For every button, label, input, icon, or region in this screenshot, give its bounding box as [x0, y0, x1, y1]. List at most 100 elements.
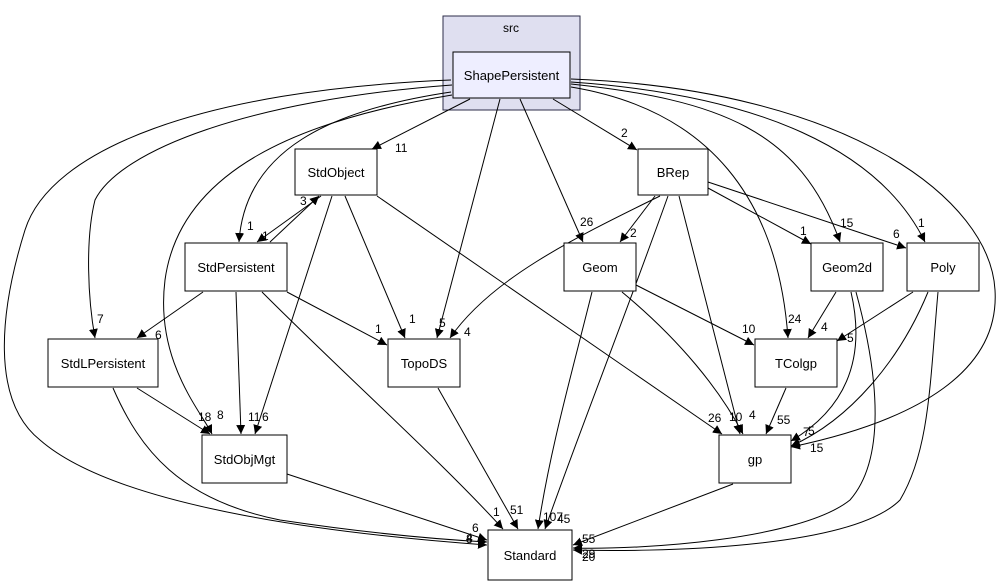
edge-line: [344, 195, 406, 339]
edge-count-label: 6: [893, 227, 900, 241]
edge-stdpersistent-to-stdobjmgt[interactable]: 11: [235, 291, 261, 435]
edge-tcolgp-to-gp[interactable]: 55: [765, 387, 791, 435]
edge-topods-to-standard[interactable]: 51: [437, 387, 524, 530]
edge-count-label: 6: [262, 410, 269, 424]
edge-stdobject-to-gp[interactable]: 26: [376, 195, 723, 435]
edge-geom-to-standard[interactable]: 107: [534, 291, 593, 530]
edge-count-label: 11: [248, 410, 261, 424]
node-label: BRep: [657, 165, 690, 180]
edge-line: [235, 91, 452, 243]
edge-stdobject-to-topods[interactable]: 1: [344, 195, 416, 339]
edge-brep-to-poly[interactable]: 6: [707, 181, 907, 250]
edge-count-label: 51: [510, 503, 524, 517]
edge-count-label: 24: [788, 312, 802, 326]
edge-count-label: 10: [742, 322, 756, 336]
node-stdobjmgt[interactable]: StdObjMgt: [201, 434, 288, 484]
edge-geom2d-to-tcolgp[interactable]: 4: [807, 291, 837, 339]
edge-line: [519, 98, 584, 243]
edge-line: [678, 195, 743, 435]
edge-shapepersistent-to-geom2d[interactable]: 15: [570, 83, 854, 243]
edge-brep-to-geom2d[interactable]: 1: [707, 187, 812, 245]
edge-shapepersistent-to-tcolgp[interactable]: 24: [570, 86, 802, 339]
node-label: Geom: [582, 260, 617, 275]
edge-count-label: 1: [918, 216, 925, 230]
edge-brep-to-geom[interactable]: 2: [619, 195, 656, 243]
edge-brep-to-standard[interactable]: 45: [543, 195, 669, 530]
node-label: Standard: [504, 548, 557, 563]
edge-poly-to-standard[interactable]: 20: [572, 291, 939, 564]
edge-shapepersistent-to-geom[interactable]: 26: [519, 98, 594, 243]
edge-line: [286, 473, 488, 542]
edge-count-label: 4: [749, 408, 756, 422]
edge-shapepersistent-to-stdpersistent[interactable]: 1: [235, 91, 452, 243]
edge-geom-to-tcolgp[interactable]: 10: [635, 284, 756, 346]
node-stdobject[interactable]: StdObject: [294, 148, 378, 196]
edge-count-label: 4: [464, 325, 471, 339]
node-stdpersistent[interactable]: StdPersistent: [184, 242, 288, 292]
edge-shapepersistent-to-brep[interactable]: 2: [552, 98, 638, 151]
edge-count-label: 4: [466, 531, 473, 545]
edge-stdpersistent-to-stdobject[interactable]: 3: [269, 194, 320, 243]
edge-count-label: 55: [777, 413, 791, 427]
edge-count-label: 8: [217, 408, 224, 422]
edge-line: [790, 291, 929, 447]
edge-line: [434, 98, 501, 339]
node-label: Poly: [930, 260, 956, 275]
node-stdlpersistent[interactable]: StdLPersistent: [47, 338, 159, 388]
edge-line: [707, 181, 907, 250]
edge-stdobjmgt-to-standard[interactable]: 6: [286, 473, 488, 542]
edge-stdobject-to-stdobjmgt[interactable]: 6: [253, 195, 333, 435]
edge-geom2d-to-gp[interactable]: 5: [790, 291, 857, 442]
node-brep[interactable]: BRep: [637, 148, 709, 196]
edge-line: [570, 81, 926, 243]
node-geom[interactable]: Geom: [563, 242, 637, 292]
edge-brep-to-topods[interactable]: 4: [449, 195, 661, 339]
edge-shapepersistent-to-gp[interactable]: 7: [570, 78, 996, 450]
edge-gp-to-standard[interactable]: 55: [572, 483, 734, 546]
edge-line: [163, 94, 453, 435]
edge-count-label: 45: [557, 512, 571, 526]
edge-count-label: 11: [395, 141, 408, 155]
edge-shapepersistent-to-stdlpersistent[interactable]: 7: [88, 84, 453, 339]
edge-line: [3, 79, 488, 549]
edge-stdpersistent-to-stdlpersistent[interactable]: 6: [136, 291, 204, 342]
edge-line: [437, 387, 519, 530]
edge-line: [619, 195, 656, 243]
node-topods[interactable]: TopoDS: [387, 338, 461, 388]
node-geom2d[interactable]: Geom2d: [810, 242, 884, 292]
edge-geom-to-gp[interactable]: 10: [621, 291, 744, 435]
edge-line: [286, 291, 388, 346]
edge-shapepersistent-to-poly[interactable]: 1: [570, 81, 926, 243]
edge-count-label: 107: [543, 510, 563, 524]
edge-shapepersistent-to-stdobjmgt[interactable]: 8: [163, 94, 453, 435]
edge-brep-to-gp[interactable]: 4: [678, 195, 756, 435]
edge-line: [807, 291, 837, 339]
edge-stdlpersistent-to-standard[interactable]: 4: [112, 387, 488, 547]
node-box: [906, 242, 980, 292]
edge-poly-to-gp[interactable]: 15: [790, 291, 929, 455]
node-tcolgp[interactable]: TColgp: [754, 338, 838, 388]
edge-stdpersistent-to-topods[interactable]: 1: [286, 291, 388, 346]
edge-count-label: 8: [466, 532, 473, 546]
edge-line: [635, 284, 755, 346]
edge-count-label: 10: [729, 410, 743, 424]
edge-line: [136, 387, 211, 435]
edge-line: [235, 291, 246, 435]
node-shapepersistent[interactable]: ShapePersistent: [452, 51, 571, 99]
edge-count-label: 6: [155, 328, 162, 342]
edge-count-label: 5: [808, 424, 815, 438]
node-box: [810, 242, 884, 292]
edge-shapepersistent-to-standard[interactable]: 8: [3, 79, 488, 549]
edge-stdpersistent-to-standard[interactable]: 1: [261, 291, 504, 530]
edge-line: [570, 86, 792, 339]
node-gp[interactable]: gp: [718, 434, 792, 484]
node-poly[interactable]: Poly: [906, 242, 980, 292]
edge-shapepersistent-to-topods[interactable]: 5: [434, 98, 501, 339]
edge-shapepersistent-to-stdobject[interactable]: 11: [371, 98, 471, 155]
edge-poly-to-tcolgp[interactable]: 5: [836, 291, 914, 345]
edge-stdlpersistent-to-stdobjmgt[interactable]: 18: [136, 387, 212, 435]
edge-line: [621, 291, 744, 435]
node-label: Geom2d: [822, 260, 872, 275]
node-standard[interactable]: Standard: [487, 529, 573, 581]
